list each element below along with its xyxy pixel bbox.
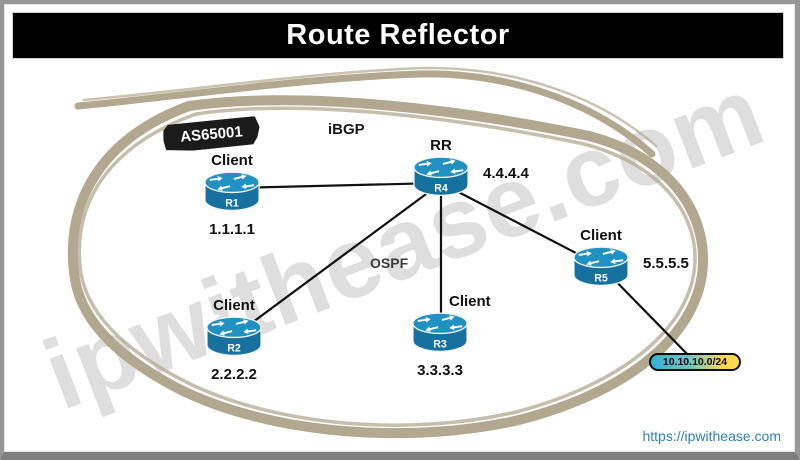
node-role-label: Client	[213, 297, 255, 314]
page-title: Route Reflector	[286, 19, 510, 51]
router-node-r2: Client R2 2.2.2.2	[205, 297, 263, 383]
router-name: R5	[594, 273, 608, 285]
router-node-r3: Client R3 3.3.3.3	[411, 293, 491, 379]
router-node-r1: Client R1 1.1.1.1	[203, 152, 261, 238]
link-r4-r2	[233, 182, 442, 337]
node-role-label: Client	[580, 227, 622, 244]
ibgp-label: iBGP	[328, 121, 365, 138]
router-icon: R2	[205, 315, 263, 359]
diagram-overlay	[67, 66, 709, 439]
node-ip-label: 4.4.4.4	[483, 165, 529, 182]
router-icon: R4	[412, 155, 470, 199]
router-icon: R3	[411, 311, 469, 355]
title-bar: Route Reflector	[13, 13, 783, 58]
router-name: R1	[225, 198, 239, 210]
router-name: R2	[227, 343, 241, 355]
watermark-text: ipwithease.com	[29, 54, 779, 432]
router-icon: R1	[203, 170, 261, 214]
node-ip-label: 3.3.3.3	[417, 362, 463, 379]
router-icon: R5	[572, 245, 630, 289]
router-name: R4	[434, 183, 448, 195]
footer-site-link[interactable]: https://ipwithease.com	[642, 428, 781, 444]
link-r1-r4	[231, 181, 442, 190]
node-ip-label: 2.2.2.2	[211, 366, 257, 383]
router-node-r4: RR R4 4.4.4.4	[412, 137, 529, 199]
router-node-r5: Client R5 5.5.5.5	[572, 227, 689, 289]
node-ip-label: 5.5.5.5	[643, 255, 689, 272]
node-role-label: Client	[211, 152, 253, 169]
as-number-badge: AS65001	[162, 116, 261, 153]
router-name: R3	[433, 339, 447, 351]
node-role-label: Client	[449, 293, 491, 310]
node-role-label: RR	[430, 137, 452, 154]
node-ip-label: 1.1.1.1	[209, 221, 255, 238]
ospf-label: OSPF	[370, 255, 409, 271]
subnet-badge: 10.10.10.0/24	[649, 353, 741, 371]
